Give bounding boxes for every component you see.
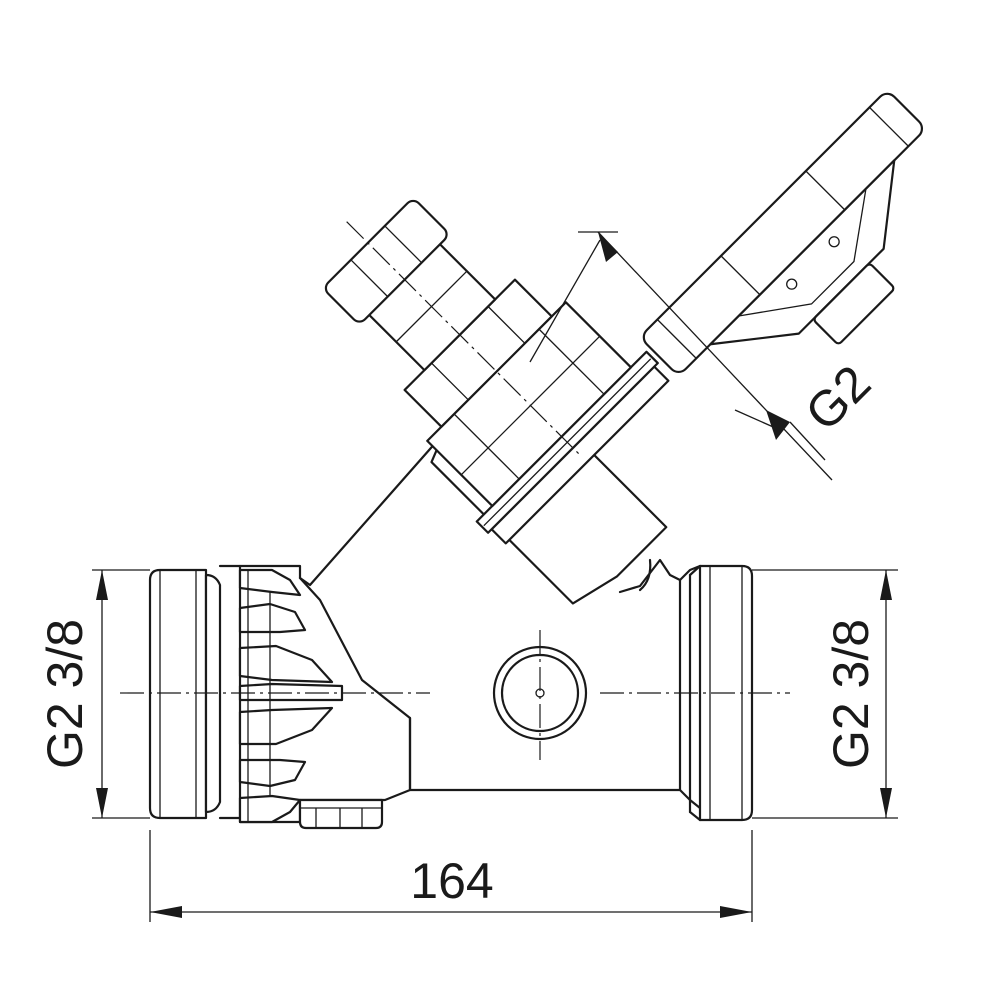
dimension-left-thread: G2 3/8 — [37, 569, 150, 819]
left-thread-label: G2 3/8 — [37, 619, 93, 769]
valve-body — [298, 430, 702, 830]
overall-length-label: 164 — [410, 853, 493, 909]
center-lines — [120, 630, 790, 760]
dimension-right-thread: G2 3/8 — [752, 569, 898, 819]
union-nut-left — [238, 564, 412, 824]
handwheel — [642, 92, 924, 374]
left-end-connection — [148, 564, 242, 820]
bonnet-assembly — [324, 199, 670, 605]
dimension-overall-length: 164 — [149, 830, 753, 922]
bonnet-thread-label: G2 — [795, 355, 882, 442]
right-thread-label: G2 3/8 — [823, 619, 879, 769]
